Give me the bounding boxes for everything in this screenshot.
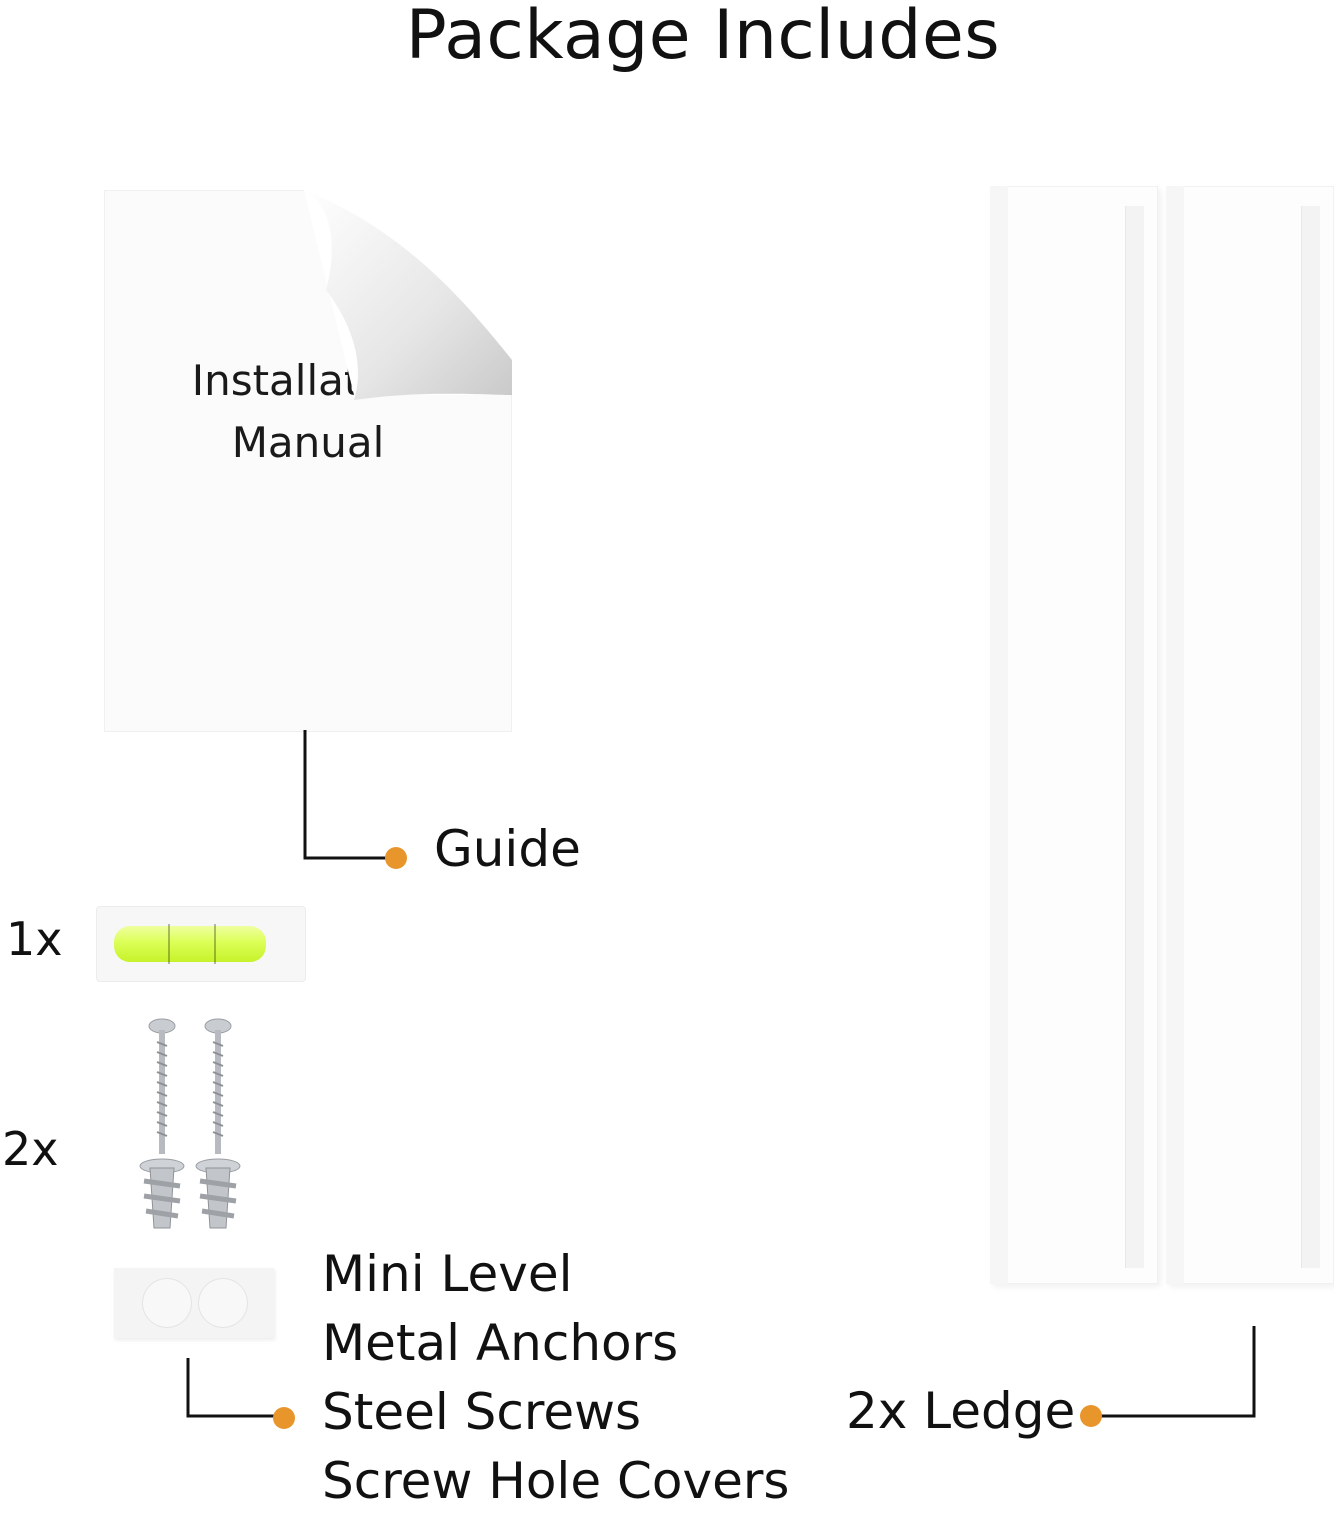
ledge-lip <box>1302 206 1320 1268</box>
hardware-item: Screw Hole Covers <box>322 1452 790 1510</box>
hardware-item: Steel Screws <box>322 1383 642 1441</box>
cover-circle <box>198 1278 248 1328</box>
hardware-leader-line <box>186 1358 295 1429</box>
hardware-dot-icon <box>273 1407 295 1429</box>
screw-icon <box>148 1018 176 1154</box>
screw-hole-covers-image <box>114 1268 274 1338</box>
screws-quantity: 2x <box>2 1122 59 1176</box>
cover-circle <box>142 1278 192 1328</box>
guide-label: Guide <box>434 820 581 878</box>
screws-anchors-image <box>139 1018 241 1229</box>
ledge-dot-icon <box>1080 1405 1102 1427</box>
anchor-icon <box>139 1158 185 1229</box>
installation-manual-image: Installation Manual <box>104 190 512 732</box>
manual-line-2: Manual <box>231 418 385 467</box>
level-bubble-tube <box>114 926 266 962</box>
ledge-lip <box>990 186 1008 1284</box>
hardware-list: Mini Level Metal Anchors Steel Screws Sc… <box>322 1240 789 1516</box>
guide-dot-icon <box>385 847 407 869</box>
guide-leader-line <box>303 730 407 869</box>
page-curl-icon <box>304 190 512 400</box>
ledge-image <box>1166 186 1334 1284</box>
screw-icon <box>204 1018 232 1154</box>
anchor-icon <box>195 1158 241 1229</box>
ledge-lip <box>1166 186 1184 1284</box>
hardware-item: Metal Anchors <box>322 1314 679 1372</box>
ledge-lip <box>1126 206 1144 1268</box>
ledge-image <box>990 186 1158 1284</box>
level-mark <box>214 924 216 964</box>
ledge-leader-line <box>1080 1326 1256 1427</box>
page-title: Package Includes <box>405 0 1001 75</box>
level-mark <box>168 924 170 964</box>
hardware-item: Mini Level <box>322 1245 573 1303</box>
mini-level-image <box>96 906 306 982</box>
ledge-label: 2x Ledge <box>846 1382 1076 1440</box>
level-quantity: 1x <box>6 912 63 966</box>
